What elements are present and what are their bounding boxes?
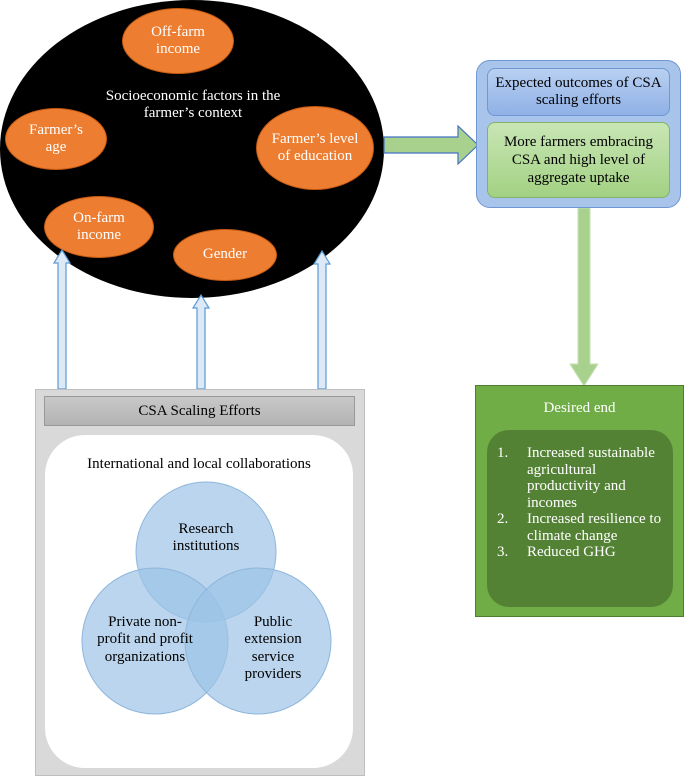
- desired-end-title: Desired end: [543, 400, 616, 416]
- venn-circle-public: [184, 567, 332, 715]
- venn-label-public: Public extension service providers: [244, 614, 302, 682]
- arrow-to-outcomes: [383, 124, 479, 166]
- desired-end-list: 1. Increased sustainable agricultural pr…: [497, 445, 669, 561]
- factor-education-label: Farmer’s level of education: [271, 130, 359, 164]
- factor-farmers-age-label: Farmer’s age: [29, 121, 83, 155]
- factor-gender: Gender: [173, 229, 277, 281]
- factor-education: Farmer’s level of education: [256, 106, 374, 190]
- csa-scaling-header-label: CSA Scaling Efforts: [138, 402, 261, 419]
- factor-farmers-age: Farmer’s age: [5, 108, 107, 170]
- collaborations-title: International and local collaborations: [87, 456, 311, 472]
- venn-label-private: Private non-profit and profit organizati…: [97, 614, 193, 665]
- factor-off-farm-income-label: Off-farm income: [151, 23, 205, 57]
- desired-end-item: 2. Increased resilience to climate chang…: [497, 511, 662, 544]
- venn-label-research: Research institutions: [172, 521, 240, 555]
- factor-off-farm-income: Off-farm income: [122, 8, 234, 74]
- desired-end-item: 1. Increased sustainable agricultural pr…: [497, 445, 655, 511]
- factor-on-farm-income: On-farm income: [44, 196, 154, 258]
- expected-outcomes-body: More farmers embracing CSA and high leve…: [487, 122, 670, 198]
- expected-outcomes-header-label: Expected outcomes of CSA scaling efforts: [495, 74, 662, 108]
- expected-outcomes-header: Expected outcomes of CSA scaling efforts: [487, 68, 670, 116]
- desired-end-panel: [487, 430, 673, 607]
- arrow-up-left: [52, 248, 72, 390]
- socioeconomic-title: Socioeconomic factors in the farmer’s co…: [105, 88, 281, 122]
- arrow-to-desired-end: [569, 207, 599, 387]
- expected-outcomes-body-label: More farmers embracing CSA and high leve…: [503, 134, 654, 186]
- arrow-up-center: [191, 293, 211, 390]
- factor-on-farm-income-label: On-farm income: [73, 209, 125, 243]
- desired-end-item: 3. Reduced GHG: [497, 544, 616, 560]
- csa-scaling-header: CSA Scaling Efforts: [44, 396, 355, 426]
- arrow-up-right: [312, 249, 332, 390]
- factor-gender-label: Gender: [202, 246, 248, 263]
